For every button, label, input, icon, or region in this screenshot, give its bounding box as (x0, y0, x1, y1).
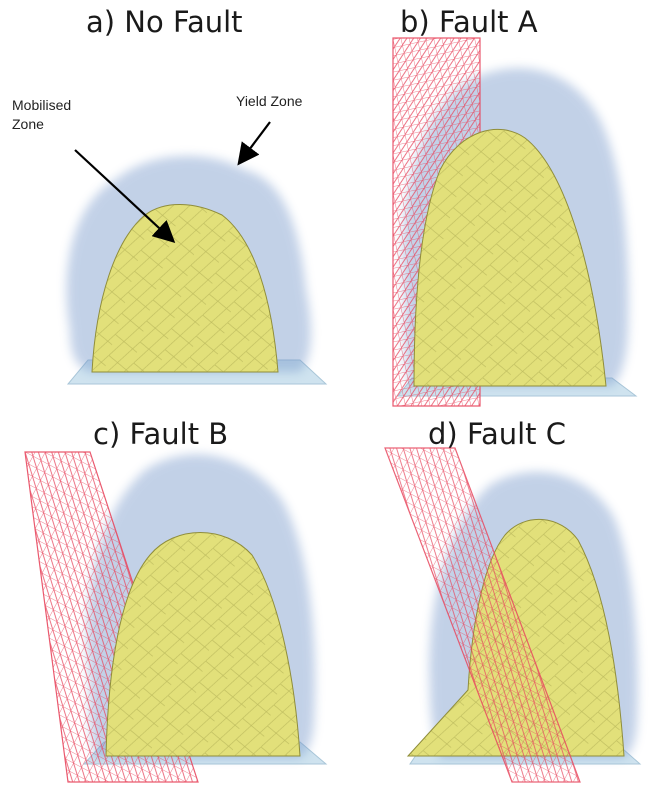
mobilised-zone-label: Mobilised Zone (12, 96, 71, 134)
yield-zone-label: Yield Zone (236, 92, 302, 111)
mobilised-zone-label-line2: Zone (12, 115, 71, 134)
mobilised-zone-label-line1: Mobilised (12, 96, 71, 115)
panel-title-c: c) Fault B (93, 420, 228, 449)
panel-c-graphic (25, 452, 326, 782)
yield-arrow (240, 122, 270, 162)
panel-b-graphic (393, 38, 636, 406)
panel-title-b: b) Fault A (400, 8, 538, 37)
panel-a-graphic (67, 122, 326, 384)
panel-title-d: d) Fault C (428, 420, 566, 449)
panel-title-a: a) No Fault (86, 8, 243, 37)
panel-d-graphic (385, 448, 640, 782)
